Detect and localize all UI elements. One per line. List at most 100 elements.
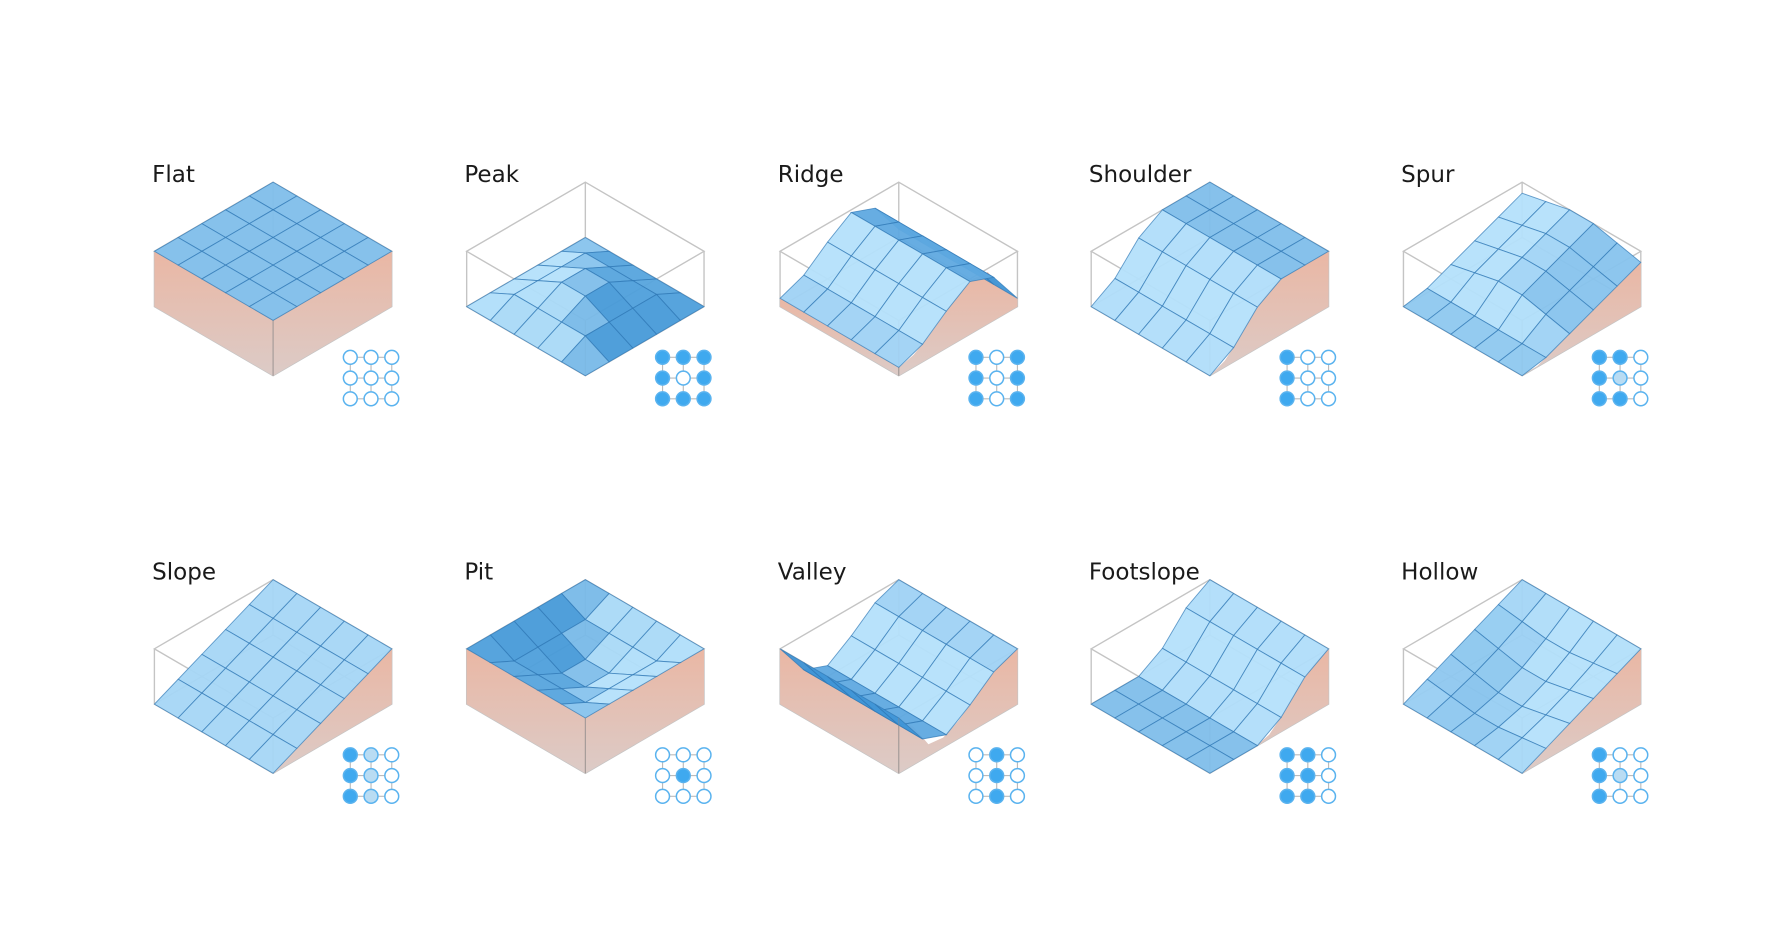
neighborhood-pattern-icon	[1279, 349, 1337, 407]
dot-empty	[989, 370, 1005, 386]
dot-empty	[1633, 391, 1649, 407]
dot-empty	[654, 788, 671, 804]
panel-title: Slope	[152, 560, 216, 586]
neighborhood-pattern-icon	[342, 747, 400, 804]
dot-filled	[1300, 788, 1316, 804]
neighborhood-pattern-icon	[654, 747, 712, 804]
dot-empty	[675, 788, 691, 804]
dot-filled	[342, 767, 358, 784]
dot-empty	[1633, 767, 1649, 784]
dot-empty	[1320, 747, 1337, 763]
side-face-left	[466, 648, 586, 774]
dot-filled	[968, 349, 984, 365]
dot-filled	[989, 788, 1005, 804]
panel-title: Footslope	[1089, 560, 1200, 586]
panel-title: Hollow	[1401, 560, 1478, 586]
dot-filled	[1612, 391, 1628, 407]
neighborhood-pattern-icon	[1591, 349, 1649, 407]
dot-empty	[1320, 391, 1337, 407]
panel-hollow: Hollow	[1401, 560, 1649, 804]
dot-filled	[696, 370, 712, 386]
dot-empty	[968, 747, 984, 763]
dot-empty	[384, 349, 400, 365]
dot-filled	[654, 391, 671, 407]
dot-empty	[1320, 349, 1337, 365]
terrain-surface	[779, 579, 1019, 740]
dot-filled	[1591, 370, 1607, 386]
dot-filled	[1279, 391, 1295, 407]
dot-partial	[363, 788, 379, 804]
dot-partial	[1612, 767, 1628, 784]
dot-empty	[342, 349, 358, 365]
dot-filled	[342, 788, 358, 804]
surface-cell	[1185, 333, 1235, 377]
dot-filled	[989, 767, 1005, 784]
dot-empty	[696, 767, 712, 784]
terrain-surface	[1090, 181, 1330, 377]
dot-filled	[1591, 391, 1607, 407]
side-face-right	[585, 648, 705, 774]
dot-filled	[675, 767, 691, 784]
panel-valley: Valley	[778, 560, 1026, 804]
terrain-surface	[1402, 192, 1642, 377]
panel-spur: Spur	[1401, 162, 1649, 407]
side-face-right	[898, 272, 1018, 376]
panel-title: Flat	[152, 162, 195, 188]
dot-empty	[1633, 788, 1649, 804]
dot-empty	[675, 370, 691, 386]
panel-title: Valley	[778, 560, 847, 586]
panel-ridge: Ridge	[778, 162, 1026, 407]
side-face-right	[1522, 262, 1641, 376]
dot-partial	[363, 747, 379, 763]
panel-pit: Pit	[464, 560, 712, 804]
dot-empty	[1633, 747, 1649, 763]
dot-partial	[363, 767, 379, 784]
neighborhood-pattern-icon	[968, 349, 1026, 407]
dot-filled	[1009, 349, 1026, 365]
dot-empty	[654, 747, 671, 763]
terrain-surface	[465, 579, 705, 719]
dot-filled	[342, 747, 358, 763]
side-face-right	[1209, 251, 1329, 376]
dot-partial	[1612, 370, 1628, 386]
dot-empty	[989, 391, 1005, 407]
dot-empty	[1300, 349, 1316, 365]
panel-footslope: Footslope	[1089, 560, 1337, 804]
dot-filled	[1279, 370, 1295, 386]
dot-empty	[1300, 391, 1316, 407]
dot-empty	[696, 788, 712, 804]
dot-empty	[384, 391, 400, 407]
dot-empty	[363, 391, 379, 407]
panel-title: Peak	[464, 162, 519, 188]
terrain-surface	[779, 207, 1018, 369]
dot-filled	[675, 349, 691, 365]
dot-filled	[696, 391, 712, 407]
panel-title: Shoulder	[1089, 162, 1192, 188]
surface-cell	[560, 335, 610, 377]
panel-shoulder: Shoulder	[1089, 162, 1337, 407]
dot-empty	[1009, 767, 1026, 784]
dot-filled	[696, 349, 712, 365]
dot-empty	[384, 788, 400, 804]
dot-empty	[696, 747, 712, 763]
dot-filled	[1300, 767, 1316, 784]
dot-filled	[968, 370, 984, 386]
dot-filled	[989, 747, 1005, 763]
panel-flat: Flat	[152, 162, 400, 407]
side-face-left	[154, 251, 274, 376]
dot-empty	[1009, 788, 1026, 804]
surface-cell	[1497, 343, 1547, 377]
neighborhood-pattern-icon	[654, 349, 712, 407]
dot-empty	[675, 747, 691, 763]
neighborhood-pattern-icon	[1591, 747, 1649, 804]
dot-empty	[1612, 788, 1628, 804]
dot-filled	[1612, 349, 1628, 365]
dot-filled	[654, 370, 671, 386]
side-face-right	[273, 251, 392, 376]
panel-title: Spur	[1401, 162, 1455, 188]
dot-empty	[1320, 370, 1337, 386]
dot-empty	[989, 349, 1005, 365]
dot-empty	[1320, 767, 1337, 784]
panel-slope: Slope	[152, 560, 400, 804]
